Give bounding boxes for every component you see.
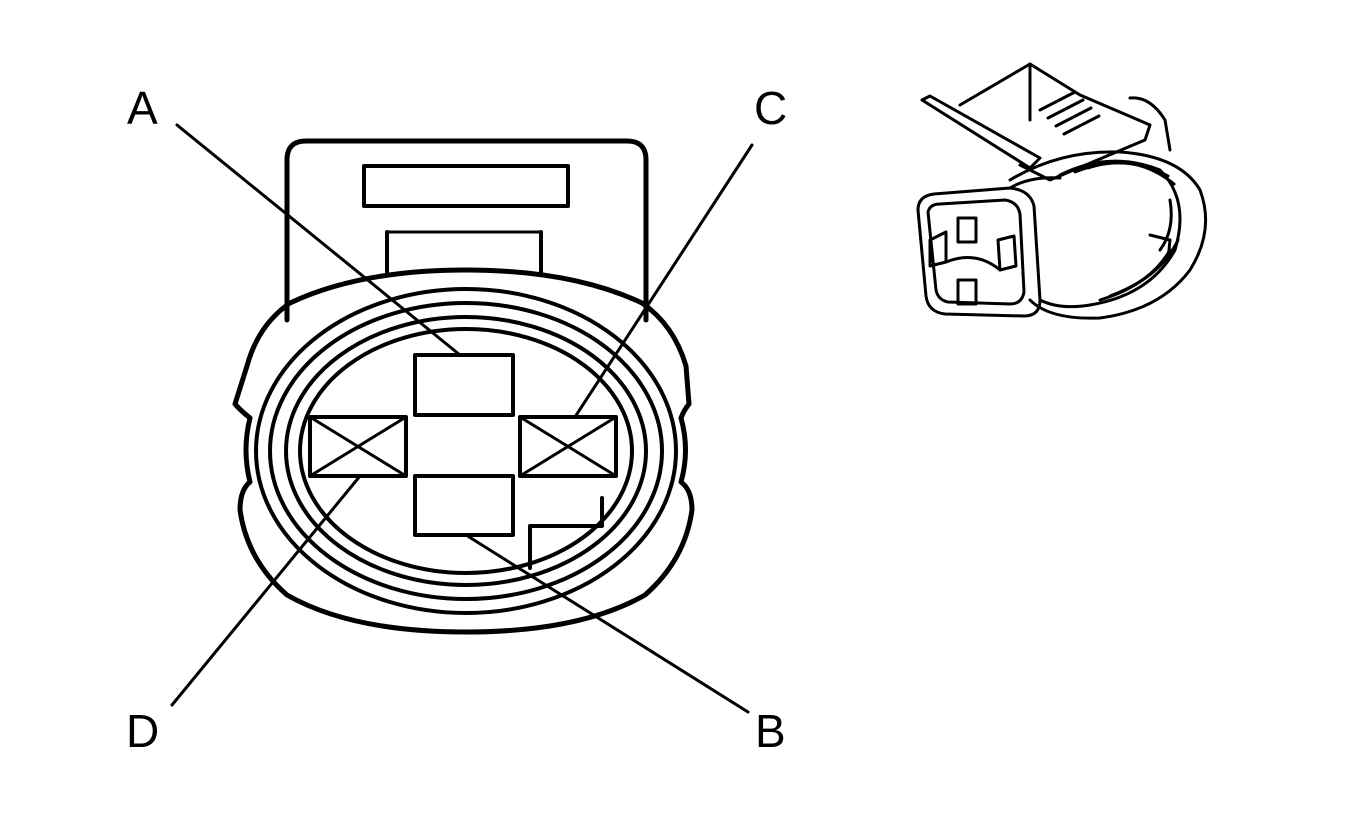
seal-ring-inner — [284, 315, 648, 587]
connector-outer-shell — [232, 267, 695, 635]
leader-line-c — [573, 143, 754, 419]
leader-line-d — [170, 474, 362, 707]
pin-label-d: D — [126, 705, 160, 757]
leader-line-b — [464, 533, 750, 714]
cavity-b — [413, 474, 515, 537]
lock-tab-window — [362, 164, 570, 208]
pin-label-c: C — [754, 82, 788, 134]
connector-isometric-view — [916, 62, 1208, 320]
pin-label-a: A — [127, 82, 158, 134]
lock-tab-housing — [284, 138, 649, 323]
seal-ring-middle — [268, 301, 664, 601]
keying-notch — [528, 496, 604, 570]
connector-face-view — [170, 123, 754, 714]
pin-label-b: B — [755, 705, 786, 757]
leader-line-a — [175, 123, 462, 357]
seal-ring-outer — [254, 287, 678, 615]
cavity-a — [413, 353, 515, 417]
cavity-d — [308, 415, 408, 478]
cavity-face — [298, 327, 634, 575]
cavity-c — [518, 415, 618, 478]
